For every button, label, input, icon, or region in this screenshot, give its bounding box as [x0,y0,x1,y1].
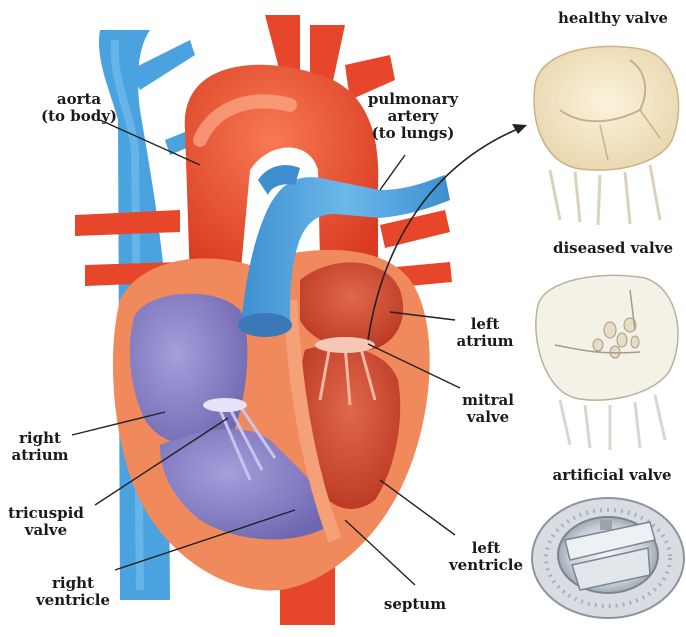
aorta-label-line2: (to body) [34,108,124,125]
right-ventricle-label-line1: right [28,575,118,592]
septum-label-text: septum [384,595,446,613]
artificial-valve-title: artificial valve [538,467,686,484]
artificial-valve-title-text: artificial valve [552,466,671,484]
left-ventricle-label-line2: ventricle [446,557,526,574]
tricuspid-valve-label: tricuspid valve [6,505,86,539]
artificial-valve-illustration [532,498,684,618]
pulmonary-artery-label-line3: (to lungs) [358,125,468,142]
healthy-valve-title: healthy valve [548,10,678,27]
tricuspid-valve-label-line2: valve [6,522,86,539]
left-atrium-label-line2: atrium [455,333,515,350]
left-ventricle-label-line1: left [446,540,526,557]
right-ventricle-label-line2: ventricle [28,592,118,609]
septum-label: septum [380,596,450,613]
aorta-label: aorta (to body) [34,91,124,125]
left-ventricle-label: left ventricle [446,540,526,574]
diseased-valve-title: diseased valve [540,240,686,257]
left-atrium-label-line1: left [455,316,515,333]
pulmonary-artery-label: pulmonary artery (to lungs) [358,91,468,142]
aorta-label-line1: aorta [34,91,124,108]
mitral-valve-label: mitral valve [458,392,518,426]
mitral-valve-label-line2: valve [458,409,518,426]
mitral-valve-label-line1: mitral [458,392,518,409]
healthy-valve-illustration [534,46,679,225]
pulmonary-artery-label-line1: pulmonary [358,91,468,108]
diseased-valve-illustration [536,275,678,450]
right-atrium-label-line2: atrium [10,447,70,464]
tricuspid-valve-label-line1: tricuspid [6,505,86,522]
right-ventricle-label: right ventricle [28,575,118,609]
right-atrium-label: right atrium [10,430,70,464]
pulmonary-artery-label-line2: artery [358,108,468,125]
healthy-valve-title-text: healthy valve [558,9,668,27]
right-atrium-label-line1: right [10,430,70,447]
diseased-valve-title-text: diseased valve [553,239,673,257]
left-atrium-label: left atrium [455,316,515,350]
